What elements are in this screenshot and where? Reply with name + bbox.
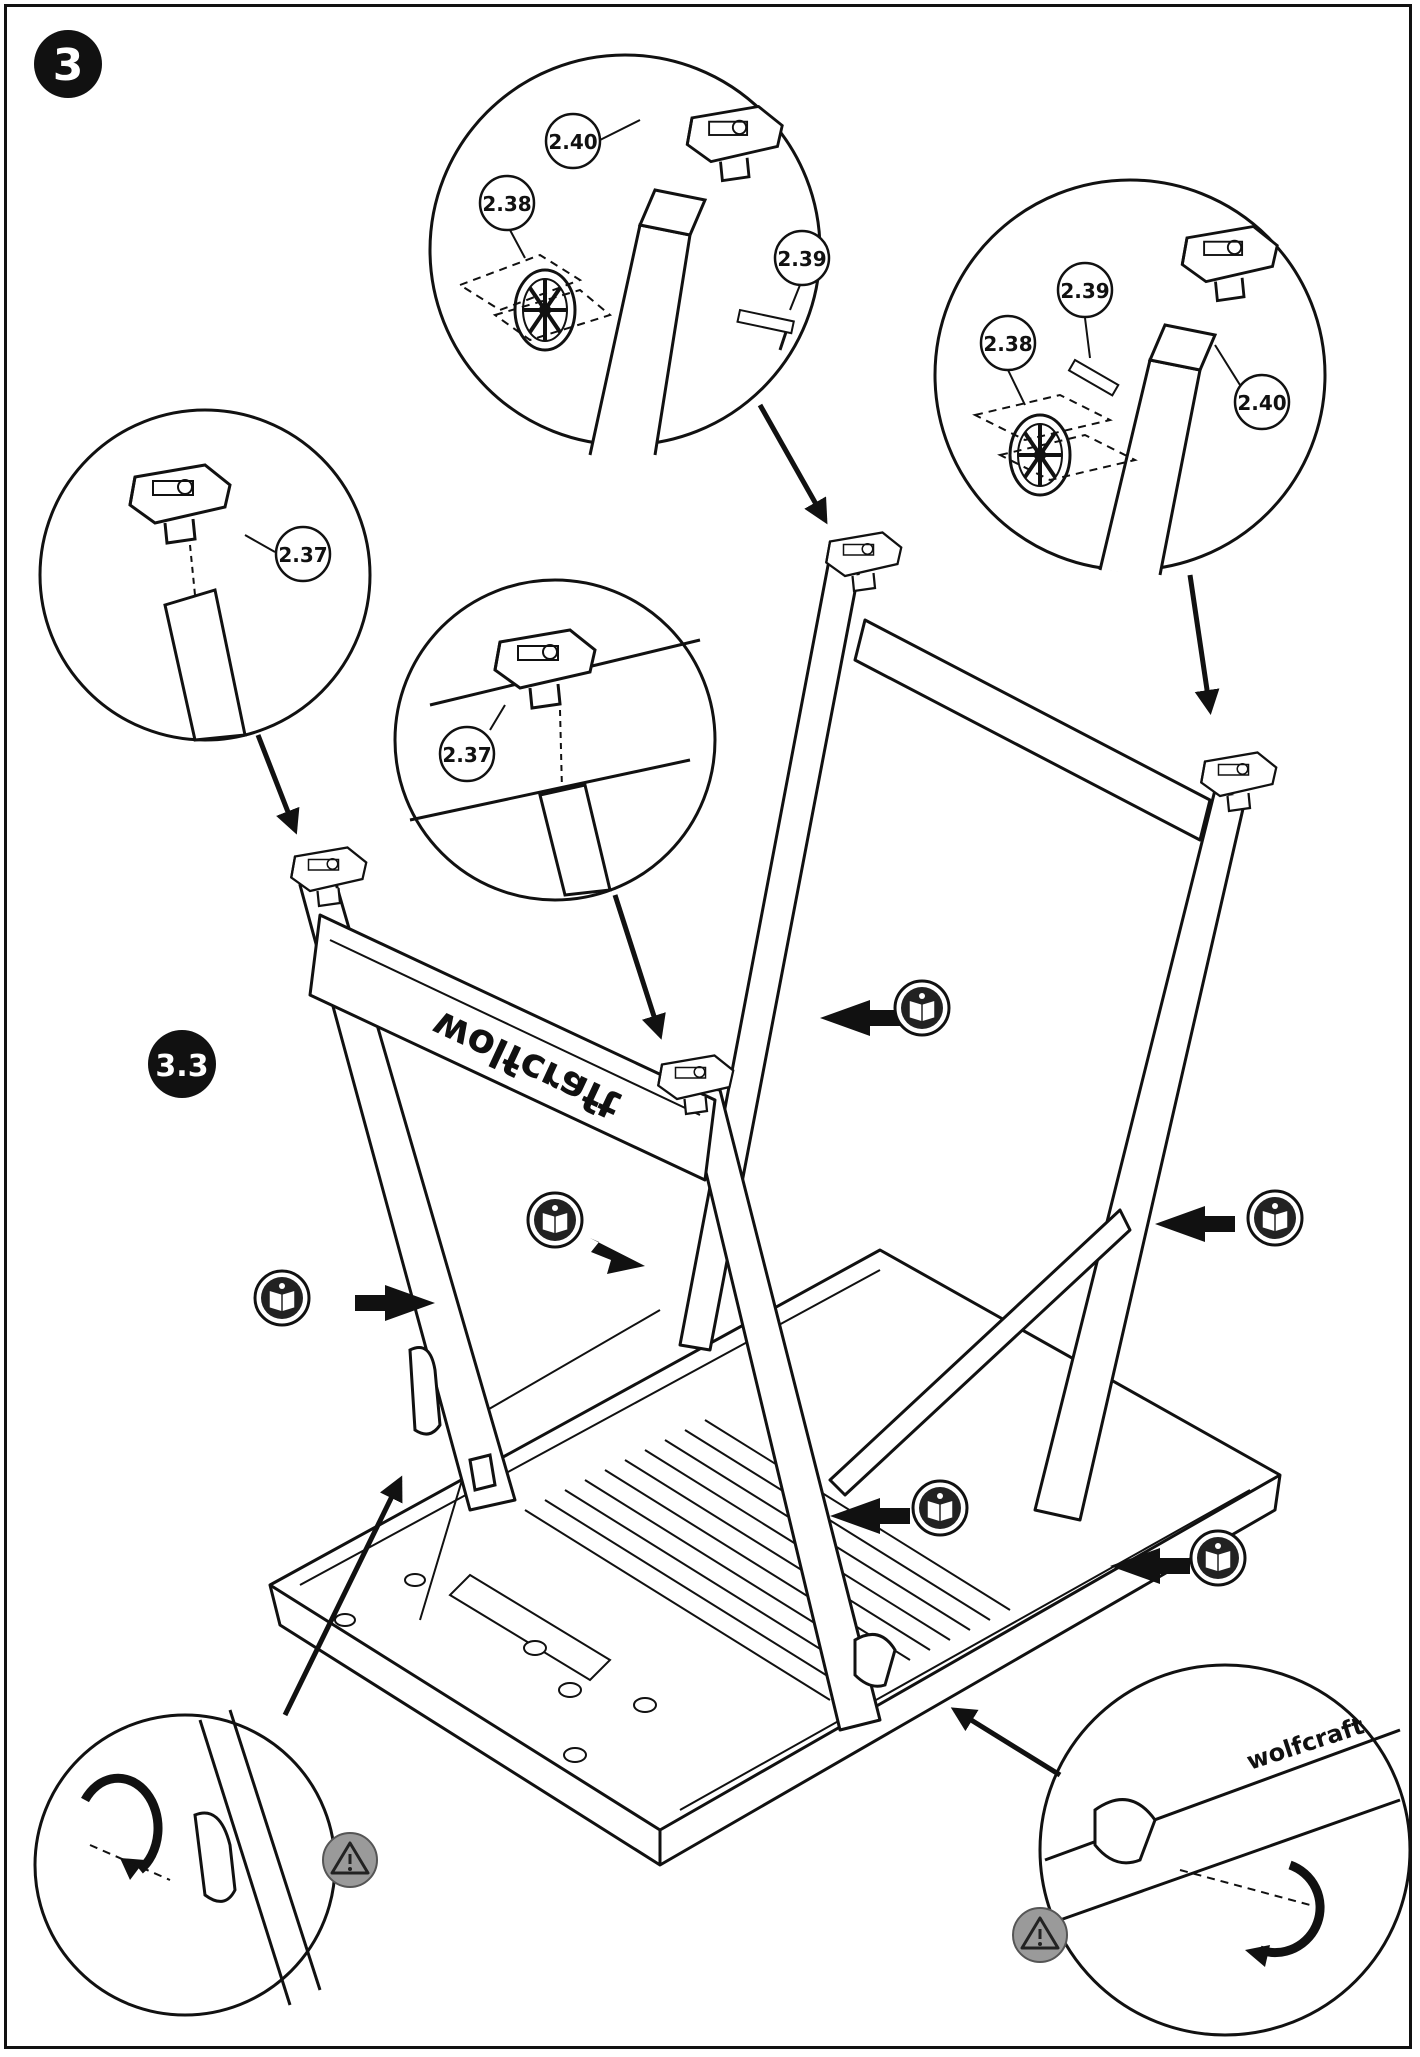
detail-circle-left <box>38 408 372 742</box>
read-manual-icon-4 <box>526 1191 584 1249</box>
base-rails <box>448 1419 1011 1701</box>
read-manual-icon-1 <box>893 979 951 1037</box>
callout-right-pin: 2.39 <box>1056 261 1114 359</box>
svg-text:2.40: 2.40 <box>1237 391 1286 415</box>
frame-legs <box>298 553 1247 1732</box>
svg-text:2.37: 2.37 <box>278 543 327 567</box>
callout-top-wheel: 2.38 <box>478 174 536 259</box>
callout-top-cap: 2.40 <box>544 112 641 170</box>
svg-text:2.38: 2.38 <box>482 192 531 216</box>
detail-circle-bottom-right: wolfcraft <box>1038 1663 1412 2037</box>
callout-right-wheel: 2.38 <box>979 314 1037 406</box>
detail-circle-bottom-left <box>33 1709 337 2017</box>
callout-top-pin: 2.39 <box>773 229 831 311</box>
arrow-diagonal-1 <box>590 1238 645 1274</box>
arrow-left-3 <box>830 1498 910 1534</box>
svg-text:2.37: 2.37 <box>442 743 491 767</box>
callout-left-cap: 2.37 <box>244 525 332 583</box>
read-manual-icon-2 <box>1246 1189 1304 1247</box>
callout-right-cap: 2.40 <box>1214 344 1291 431</box>
foot-hooks <box>408 1346 897 1688</box>
step-badge: 3 <box>34 30 102 98</box>
arrow-right-1 <box>355 1285 435 1321</box>
substep-badge: 3.3 <box>148 1030 216 1098</box>
svg-text:2.39: 2.39 <box>1060 279 1109 303</box>
arrow-left-1 <box>820 1000 900 1036</box>
detail-circle-top <box>428 53 822 456</box>
svg-text:2.39: 2.39 <box>777 247 826 271</box>
detail-circle-right <box>933 178 1327 576</box>
arrow-left-4 <box>1110 1548 1190 1584</box>
warning-triangle-icon-1 <box>321 1831 379 1889</box>
warning-triangle-icon-2 <box>1011 1906 1069 1964</box>
callout-middle-cap: 2.37 <box>438 704 506 783</box>
svg-text:3: 3 <box>53 40 84 91</box>
read-manual-icon-3 <box>253 1269 311 1327</box>
svg-text:2.40: 2.40 <box>548 130 597 154</box>
arrow-left-2 <box>1155 1206 1235 1242</box>
detail-circle-middle <box>393 578 717 902</box>
base-holes <box>334 1573 657 1763</box>
svg-text:2.38: 2.38 <box>983 332 1032 356</box>
read-manual-icon-6 <box>1189 1529 1247 1587</box>
base-plate <box>268 1248 1282 1867</box>
connector-arrows <box>255 403 1220 1778</box>
direction-arrows <box>355 1000 1235 1584</box>
svg-text:3.3: 3.3 <box>155 1049 208 1084</box>
read-manual-icon-5 <box>911 1479 969 1537</box>
page-border <box>4 4 1412 2049</box>
